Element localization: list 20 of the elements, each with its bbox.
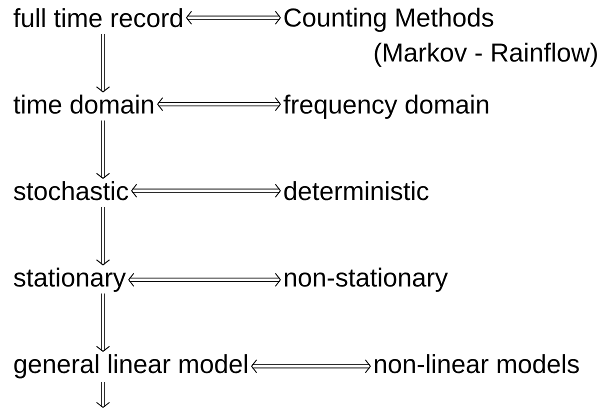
text-label: non-linear models [374,354,579,374]
text-label: full time record [14,8,182,28]
double-arrow [96,382,110,408]
double-arrow [96,120,110,179]
text-label: Counting Methods (Markov - Rainflow) [284,8,597,67]
text-label: frequency domain [284,94,488,119]
double-arrow [250,359,371,374]
text-label: time domain [14,94,154,114]
double-arrow [186,10,281,25]
double-arrow [131,184,281,198]
double-arrow [128,272,281,287]
text-label: stationary [14,268,126,292]
double-arrow [96,294,110,352]
text-label: deterministic [284,181,428,200]
text-label: general linear model [14,354,247,378]
double-arrow [96,34,110,92]
text-label: non-stationary [284,268,448,292]
double-arrow [96,207,110,266]
double-arrow [157,97,281,112]
text-label: stochastic [14,181,128,200]
